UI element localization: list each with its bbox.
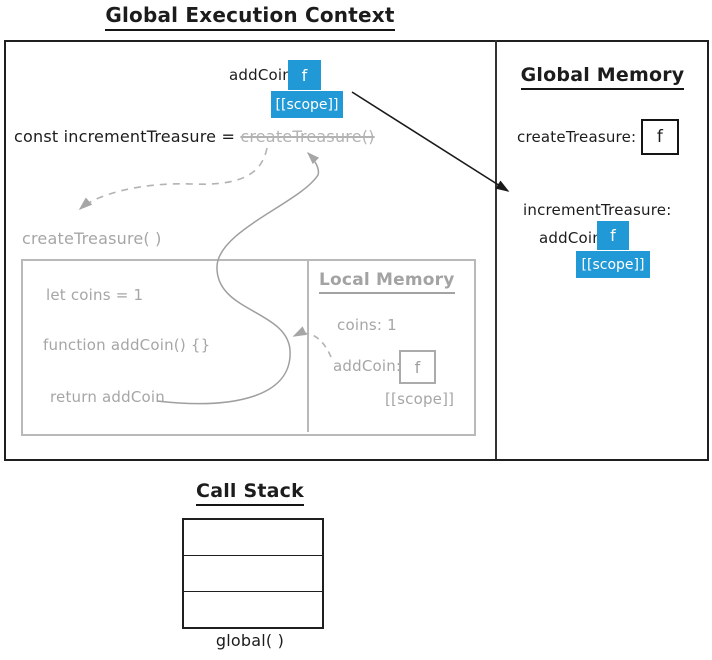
memory-panel-divider: [495, 40, 497, 459]
page-title-wrap: Global Execution Context: [0, 3, 500, 31]
local-memory-addcoin-key: addCoin:: [333, 357, 402, 375]
global-memory-title: Global Memory: [520, 64, 685, 90]
ghost-create-treasure-call: createTreasure( ): [22, 229, 162, 248]
local-memory-scope-label: [[scope]]: [385, 390, 455, 408]
global-memory-addcoin-scope-chip: [[scope]]: [576, 251, 650, 278]
call-stack-slot: [184, 592, 322, 627]
addcoin-scope-chip: [[scope]]: [271, 91, 343, 118]
global-memory-increment-treasure-key: incrementTreasure:: [523, 201, 672, 219]
addcoin-function-chip: f: [288, 60, 321, 90]
assignment-struck-call: createTreasure(): [240, 127, 375, 146]
assignment-line: const incrementTreasure = createTreasure…: [14, 127, 375, 146]
local-memory-coins-entry: coins: 1: [337, 316, 397, 334]
call-stack-caption-wrap: global( ): [150, 631, 350, 650]
call-stack-slot: [184, 556, 322, 592]
code-line-function-addcoin: function addCoin() {}: [43, 336, 211, 354]
call-stack-title: Call Stack: [196, 480, 304, 506]
assignment-prefix: const incrementTreasure =: [14, 127, 241, 146]
call-stack-caption: global( ): [215, 631, 285, 650]
global-memory-function-box: f: [641, 119, 679, 155]
global-memory-addcoin-label: addCoin: [539, 229, 602, 247]
global-memory-create-treasure-key: createTreasure:: [517, 128, 637, 146]
addcoin-label: addCoin: [229, 66, 292, 84]
global-memory-addcoin-function-chip: f: [597, 221, 629, 250]
global-memory-title-wrap: Global Memory: [495, 64, 710, 90]
page-title: Global Execution Context: [105, 3, 395, 31]
local-memory-title-wrap: Local Memory: [319, 270, 455, 294]
call-stack-slot: [184, 520, 322, 556]
code-line-let-coins: let coins = 1: [46, 286, 144, 304]
call-stack-title-wrap: Call Stack: [150, 480, 350, 506]
local-memory-function-box: f: [399, 350, 436, 384]
local-memory-title: Local Memory: [319, 270, 455, 294]
code-line-return-addcoin: return addCoin: [50, 388, 165, 406]
global-execution-context-box: [4, 40, 709, 461]
function-body-divider: [307, 259, 309, 432]
call-stack-box: [182, 518, 324, 629]
